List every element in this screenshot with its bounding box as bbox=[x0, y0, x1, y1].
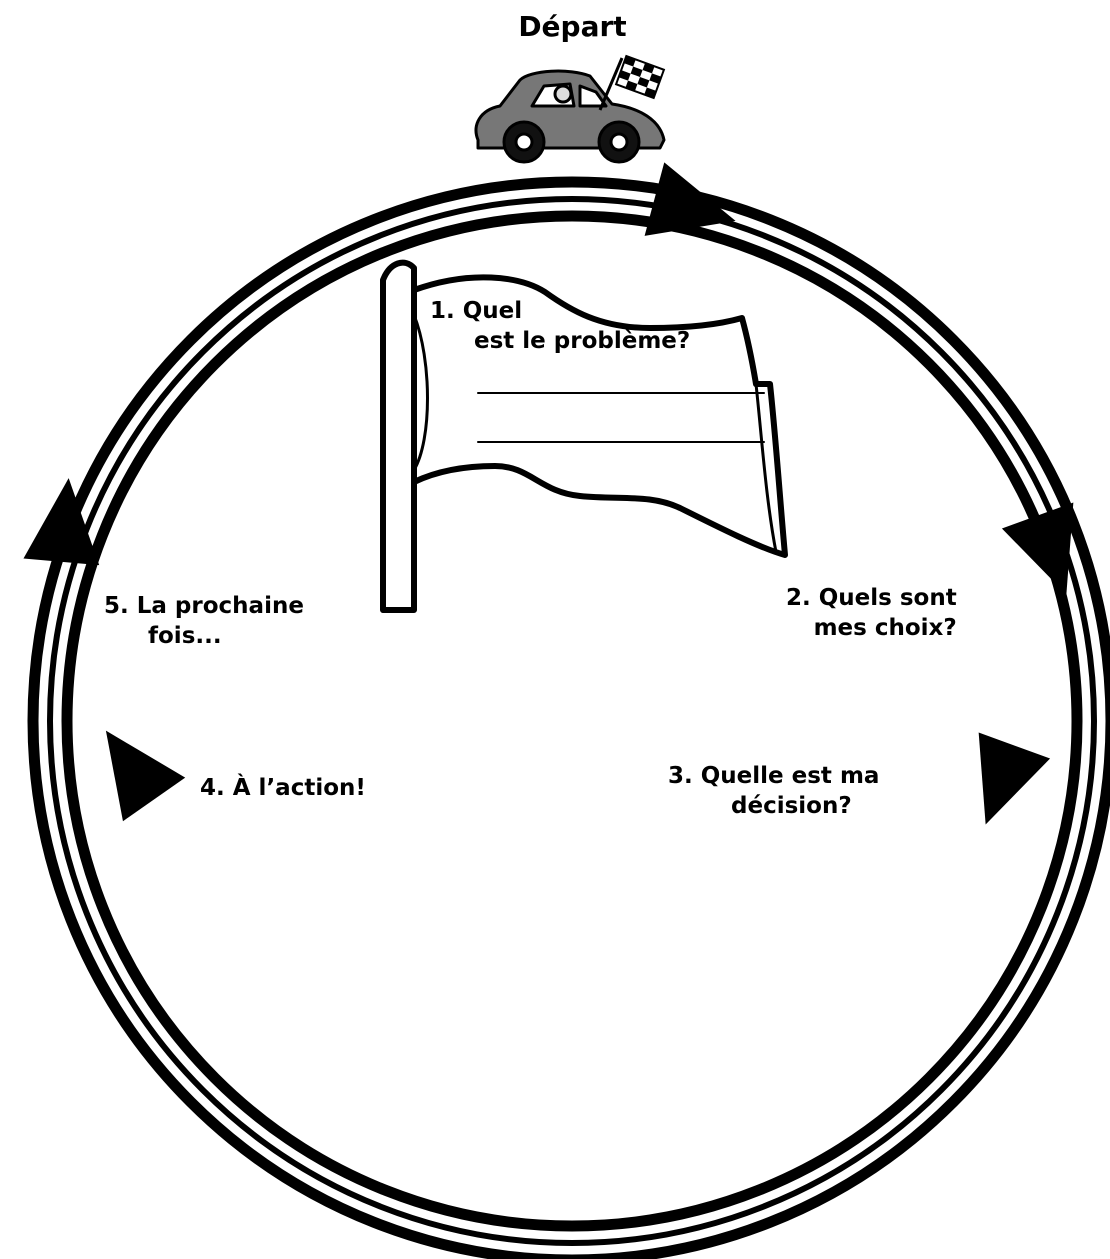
step-3-line-2: décision? bbox=[668, 791, 879, 821]
step-3-line-1: 3. Quelle est ma bbox=[668, 761, 879, 791]
arrow-icon bbox=[23, 475, 106, 565]
diagram-title: Départ bbox=[0, 10, 1110, 44]
step-2-label: 2. Quels sont mes choix? bbox=[786, 583, 957, 643]
step-1-line-1: 1. Quel bbox=[430, 296, 690, 326]
step-2-line-2: mes choix? bbox=[786, 613, 957, 643]
step-4-line-1: 4. À l’action! bbox=[200, 773, 366, 803]
arrow-icon bbox=[75, 709, 185, 821]
step-5-line-2: fois... bbox=[104, 621, 304, 651]
step-5-label: 5. La prochaine fois... bbox=[104, 591, 304, 651]
step-4-label: 4. À l’action! bbox=[200, 773, 366, 803]
step-1-line-2: est le problème? bbox=[430, 326, 690, 356]
step-2-line-1: 2. Quels sont bbox=[786, 583, 957, 613]
step-5-line-1: 5. La prochaine bbox=[104, 591, 304, 621]
step-1-label: 1. Quel est le problème? bbox=[430, 296, 690, 356]
step-3-label: 3. Quelle est ma décision? bbox=[668, 761, 879, 821]
arrow-icon bbox=[950, 733, 1050, 838]
